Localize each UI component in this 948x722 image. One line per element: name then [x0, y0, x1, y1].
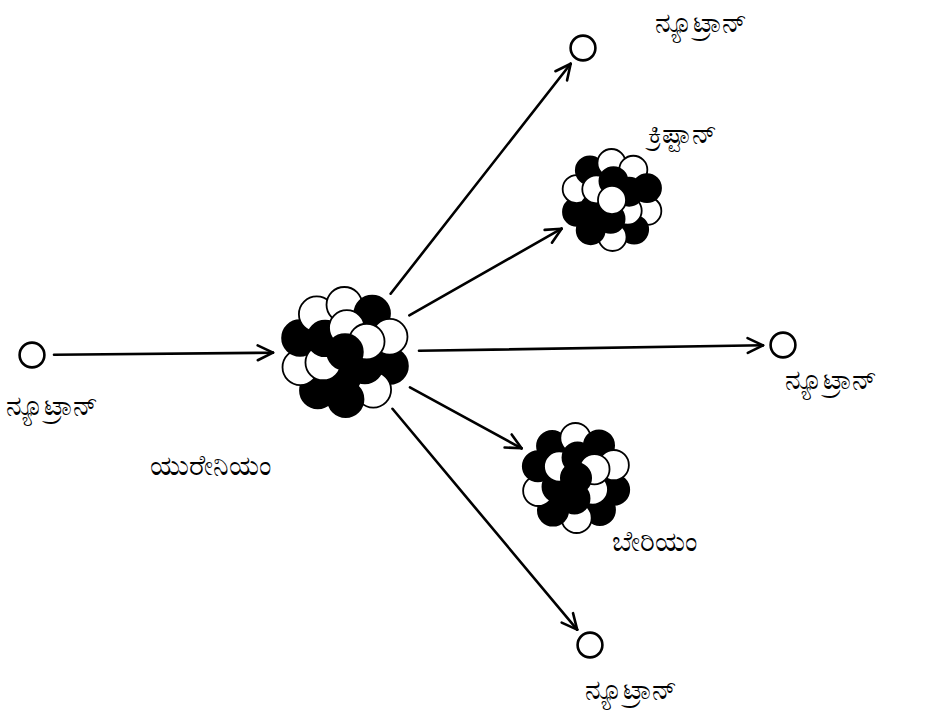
particle-label: ಕ್ರಿಪ್ಟಾನ್ — [648, 116, 717, 151]
atomic-nucleus: ಬೇರಿಯಂ — [520, 422, 632, 534]
reaction-arrow — [391, 64, 571, 294]
particle-label: ನ್ಯೂಟ್ರಾನ್ — [655, 5, 747, 40]
particle-label: ಬೇರಿಯಂ — [612, 524, 697, 559]
neutron-particle: ನ್ಯೂಟ್ರಾನ್ — [18, 341, 46, 369]
neutron-particle: ನ್ಯೂಟ್ರಾನ್ — [769, 331, 797, 359]
neutron-circle — [576, 631, 604, 659]
particle-label: ಯುರೇನಿಯಂ — [150, 448, 271, 483]
neutron-particle: ನ್ಯೂಟ್ರಾನ್ — [569, 34, 597, 62]
atomic-nucleus: ಕ್ರಿಪ್ಟಾನ್ — [560, 148, 664, 252]
nucleus-cluster — [560, 148, 664, 252]
reaction-arrow — [410, 387, 522, 448]
reaction-arrow — [409, 229, 561, 316]
nucleus-cluster — [279, 286, 411, 418]
particle-label: ನ್ಯೂಟ್ರಾನ್ — [785, 362, 877, 397]
particle-label: ನ್ಯೂಟ್ರಾನ್ — [585, 672, 677, 707]
neutron-circle — [569, 34, 597, 62]
reaction-arrow — [392, 409, 577, 630]
nucleus-cluster — [520, 422, 632, 534]
neutron-circle — [18, 341, 46, 369]
reaction-arrow — [419, 338, 763, 353]
neutron-particle: ನ್ಯೂಟ್ರಾನ್ — [576, 631, 604, 659]
neutron-circle — [769, 331, 797, 359]
reaction-arrow — [54, 345, 273, 360]
particle-label: ನ್ಯೂಟ್ರಾನ್ — [6, 388, 98, 423]
atomic-nucleus: ಯುರೇನಿಯಂ — [279, 286, 411, 418]
